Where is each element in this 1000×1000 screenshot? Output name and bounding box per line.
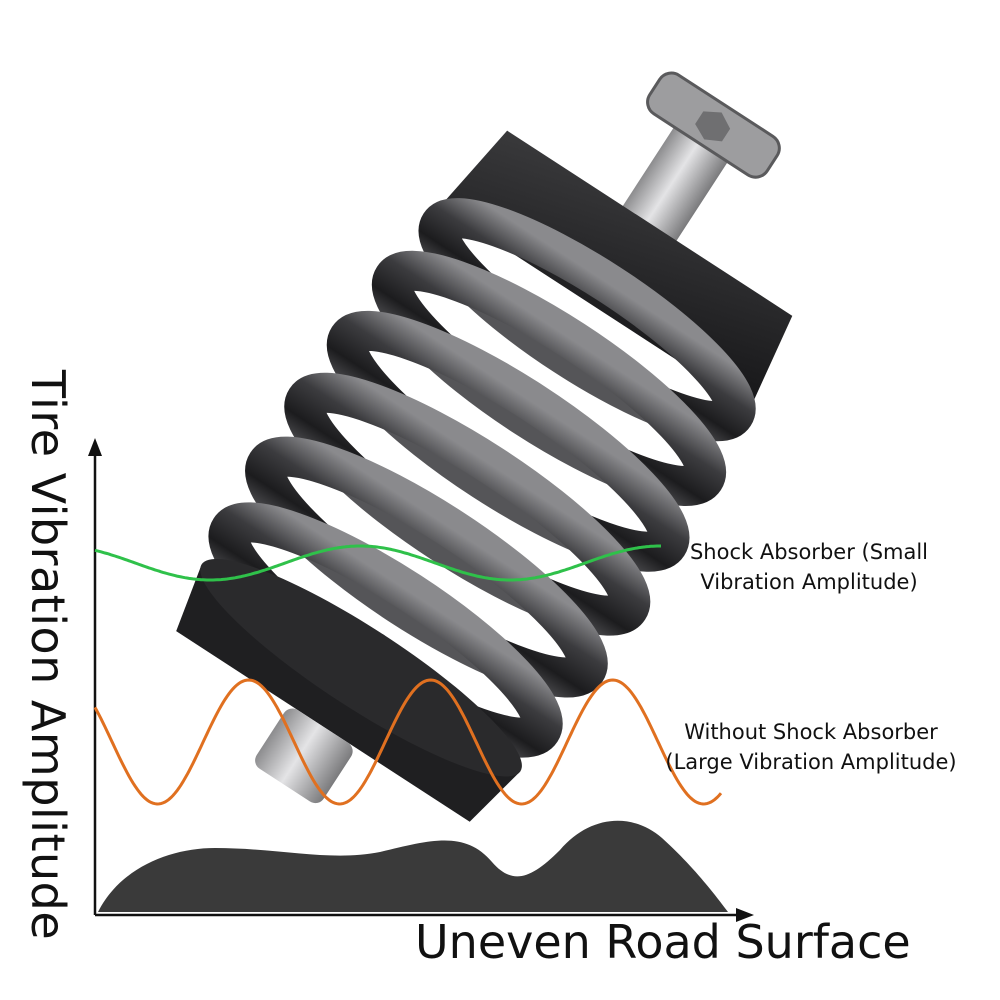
bottom-mount-ring xyxy=(200,558,522,777)
y-axis-arrow-icon xyxy=(88,438,102,456)
annotation-shock-absorber-line2: Vibration Amplitude) xyxy=(700,570,918,594)
annotation-without-shock-absorber-line2: (Large Vibration Amplitude) xyxy=(665,750,957,774)
curve-without-shock-absorber xyxy=(93,678,723,806)
x-axis-label: Uneven Road Surface xyxy=(415,915,911,969)
annotation-shock-absorber: Shock Absorber (Small Vibration Amplitud… xyxy=(664,537,954,597)
shock-absorber-illustration xyxy=(176,71,793,822)
lower-shaft xyxy=(255,708,353,804)
curve-with-shock-absorber xyxy=(94,544,661,582)
road-surface xyxy=(98,820,728,912)
annotation-without-shock-absorber: Without Shock Absorber (Large Vibration … xyxy=(636,717,986,777)
x-axis-arrow-icon xyxy=(736,908,754,922)
annotation-shock-absorber-line1: Shock Absorber (Small xyxy=(689,540,929,564)
annotation-without-shock-absorber-line1: Without Shock Absorber xyxy=(684,720,938,744)
y-axis-label: Tire Vibration Amplitude xyxy=(21,369,75,941)
hex-socket-icon xyxy=(695,111,731,142)
